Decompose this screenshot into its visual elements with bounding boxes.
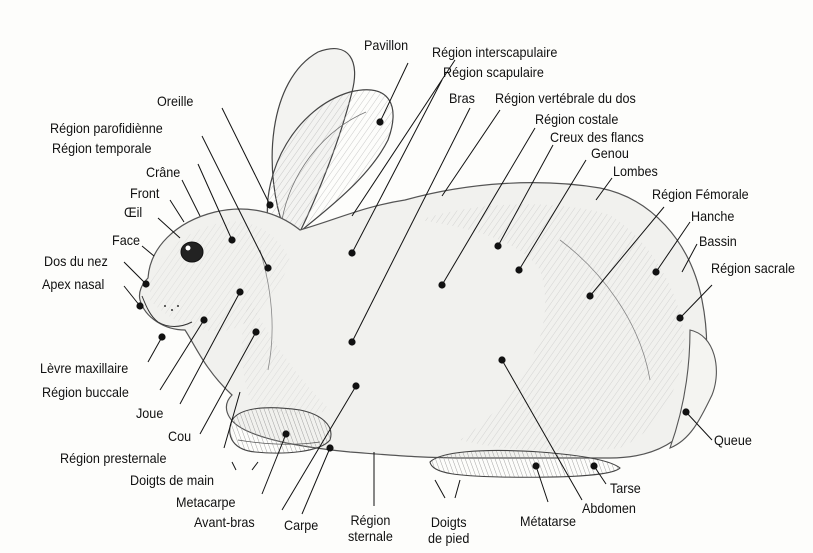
- rabbit-body: [139, 49, 716, 478]
- label-oreille: Oreille: [157, 93, 193, 109]
- label-face: Face: [112, 232, 140, 248]
- label-front: Front: [130, 185, 159, 201]
- label-bassin: Bassin: [699, 233, 737, 249]
- label-region-sternale: Région sternale: [348, 512, 393, 544]
- label-genou: Genou: [591, 145, 629, 161]
- label-queue: Queue: [714, 432, 752, 448]
- label-lombes: Lombes: [613, 163, 658, 179]
- label-region-sacrale: Région sacrale: [711, 260, 795, 276]
- label-hanche: Hanche: [691, 208, 734, 224]
- label-cou: Cou: [168, 428, 191, 444]
- label-region-sternale-line2: sternale: [348, 528, 393, 544]
- label-tarse: Tarse: [610, 480, 641, 496]
- label-doigts-de-main: Doigts de main: [130, 472, 214, 488]
- label-metatarse: Métatarse: [520, 513, 576, 529]
- label-region-sternale-line1: Région: [348, 512, 393, 528]
- label-region-costale: Région costale: [535, 111, 618, 127]
- label-doigts-de-pied-line1: Doigts: [428, 514, 469, 530]
- label-pavillon: Pavillon: [364, 37, 408, 53]
- label-oeil: Œil: [124, 204, 142, 220]
- label-region-buccale: Région buccale: [42, 384, 129, 400]
- label-region-vertebrale-dos: Région vertébrale du dos: [495, 90, 636, 106]
- label-crane: Crâne: [146, 164, 180, 180]
- label-region-femorale: Région Fémorale: [652, 186, 749, 202]
- label-levre-maxillaire: Lèvre maxillaire: [40, 360, 128, 376]
- label-doigts-de-pied: Doigts de pied: [428, 514, 469, 546]
- label-bras: Bras: [449, 90, 475, 106]
- label-avant-bras: Avant-bras: [194, 514, 255, 530]
- label-dos-du-nez: Dos du nez: [44, 253, 108, 269]
- label-region-interscapulaire: Région interscapulaire: [432, 44, 557, 60]
- label-abdomen: Abdomen: [582, 500, 636, 516]
- label-region-presternale: Région presternale: [60, 450, 166, 466]
- label-doigts-de-pied-line2: de pied: [428, 530, 469, 546]
- label-region-temporale: Région temporale: [52, 140, 151, 156]
- label-apex-nasal: Apex nasal: [42, 276, 104, 292]
- label-joue: Joue: [136, 405, 163, 421]
- label-metacarpe: Metacarpe: [176, 494, 236, 510]
- label-creux-des-flancs: Creux des flancs: [550, 129, 644, 145]
- label-region-parofidienne: Région parofidiènne: [50, 120, 163, 136]
- label-region-scapulaire: Région scapulaire: [443, 64, 544, 80]
- label-carpe: Carpe: [284, 517, 318, 533]
